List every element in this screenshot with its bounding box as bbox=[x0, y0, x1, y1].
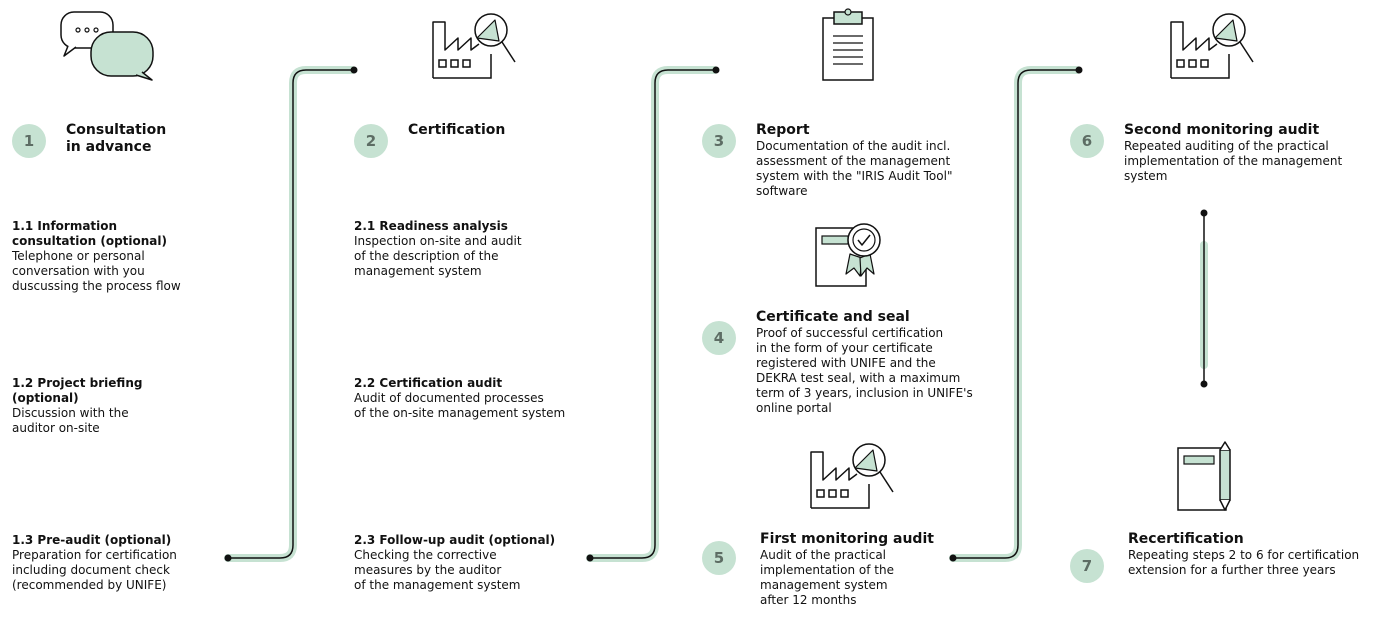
step-5-text: Audit of the practical implementation of… bbox=[760, 548, 894, 607]
step-4-title: Certificate and seal bbox=[756, 309, 910, 325]
substep-2-2: 2.2 Certification audit Audit of documen… bbox=[354, 376, 614, 421]
step-3-block: Report Documentation of the audit incl. … bbox=[756, 122, 1016, 199]
factory-magnifier-icon bbox=[1170, 13, 1254, 79]
notebook-pen-icon bbox=[1177, 441, 1231, 511]
factory-magnifier-icon bbox=[810, 443, 894, 509]
step-2-badge: 2 bbox=[354, 124, 388, 158]
connector-dot bbox=[1075, 66, 1083, 74]
connector-2-to-3 bbox=[586, 66, 718, 562]
factory-magnifier-icon bbox=[432, 13, 516, 79]
step-7-text: Repeating steps 2 to 6 for certification… bbox=[1128, 548, 1360, 577]
substep-2-2-title: 2.2 Certification audit bbox=[354, 376, 503, 390]
substep-1-3-text: Preparation for certification including … bbox=[12, 548, 177, 592]
step-6-text: Repeated auditing of the practical imple… bbox=[1124, 139, 1343, 183]
speech-bubbles-icon bbox=[60, 11, 154, 81]
substep-1-1-text: Telephone or personal conversation with … bbox=[12, 249, 181, 293]
substep-2-1-text: Inspection on-site and audit of the desc… bbox=[354, 234, 522, 278]
connector-dot bbox=[1200, 209, 1208, 217]
step-3-text: Documentation of the audit incl. assessm… bbox=[756, 139, 953, 198]
substep-2-3: 2.3 Follow-up audit (optional) Checking … bbox=[354, 533, 614, 593]
step-2-title: Certification bbox=[408, 122, 506, 138]
substep-2-1: 2.1 Readiness analysis Inspection on-sit… bbox=[354, 219, 614, 279]
step-1-title: Consultation in advance bbox=[66, 122, 167, 155]
step-4-text: Proof of successful certification in the… bbox=[756, 326, 973, 415]
connector-dot bbox=[224, 554, 232, 562]
step-5-badge: 5 bbox=[702, 541, 736, 575]
certificate-icon bbox=[815, 223, 881, 287]
step-5-block: First monitoring audit Audit of the prac… bbox=[760, 531, 990, 608]
step-6-badge: 6 bbox=[1070, 124, 1104, 158]
connector-dot bbox=[586, 554, 594, 562]
substep-1-2-text: Discussion with the auditor on-site bbox=[12, 406, 129, 435]
step-1-badge: 1 bbox=[12, 124, 46, 158]
step-3-badge: 3 bbox=[702, 124, 736, 158]
step-4-block: Certificate and seal Proof of successful… bbox=[756, 309, 1016, 416]
substep-1-2-title: 1.2 Project briefing (optional) bbox=[12, 376, 143, 405]
substep-1-3: 1.3 Pre-audit (optional) Preparation for… bbox=[12, 533, 232, 593]
connector-dot bbox=[350, 66, 358, 74]
substep-2-3-title: 2.3 Follow-up audit (optional) bbox=[354, 533, 556, 547]
step-6-block: Second monitoring audit Repeated auditin… bbox=[1124, 122, 1394, 184]
connector-dot bbox=[949, 554, 957, 562]
substep-1-3-title: 1.3 Pre-audit (optional) bbox=[12, 533, 172, 547]
step-3-title: Report bbox=[756, 122, 810, 138]
step-7-block: Recertification Repeating steps 2 to 6 f… bbox=[1128, 531, 1398, 578]
substep-2-1-title: 2.1 Readiness analysis bbox=[354, 219, 508, 233]
substep-2-3-text: Checking the corrective measures by the … bbox=[354, 548, 521, 592]
connector-dot bbox=[712, 66, 720, 74]
substep-1-2: 1.2 Project briefing (optional) Discussi… bbox=[12, 376, 232, 436]
step-5-title: First monitoring audit bbox=[760, 531, 934, 547]
step-7-title: Recertification bbox=[1128, 531, 1244, 547]
clipboard-icon bbox=[822, 8, 874, 81]
connector-1-to-2 bbox=[224, 66, 356, 562]
substep-1-1-title: 1.1 Information consultation (optional) bbox=[12, 219, 167, 248]
connector-dot bbox=[1200, 380, 1208, 388]
substep-1-1: 1.1 Information consultation (optional) … bbox=[12, 219, 232, 294]
substep-2-2-text: Audit of documented processes of the on-… bbox=[354, 391, 566, 420]
step-6-title: Second monitoring audit bbox=[1124, 122, 1320, 138]
step-7-badge: 7 bbox=[1070, 549, 1104, 583]
step-4-badge: 4 bbox=[702, 321, 736, 355]
